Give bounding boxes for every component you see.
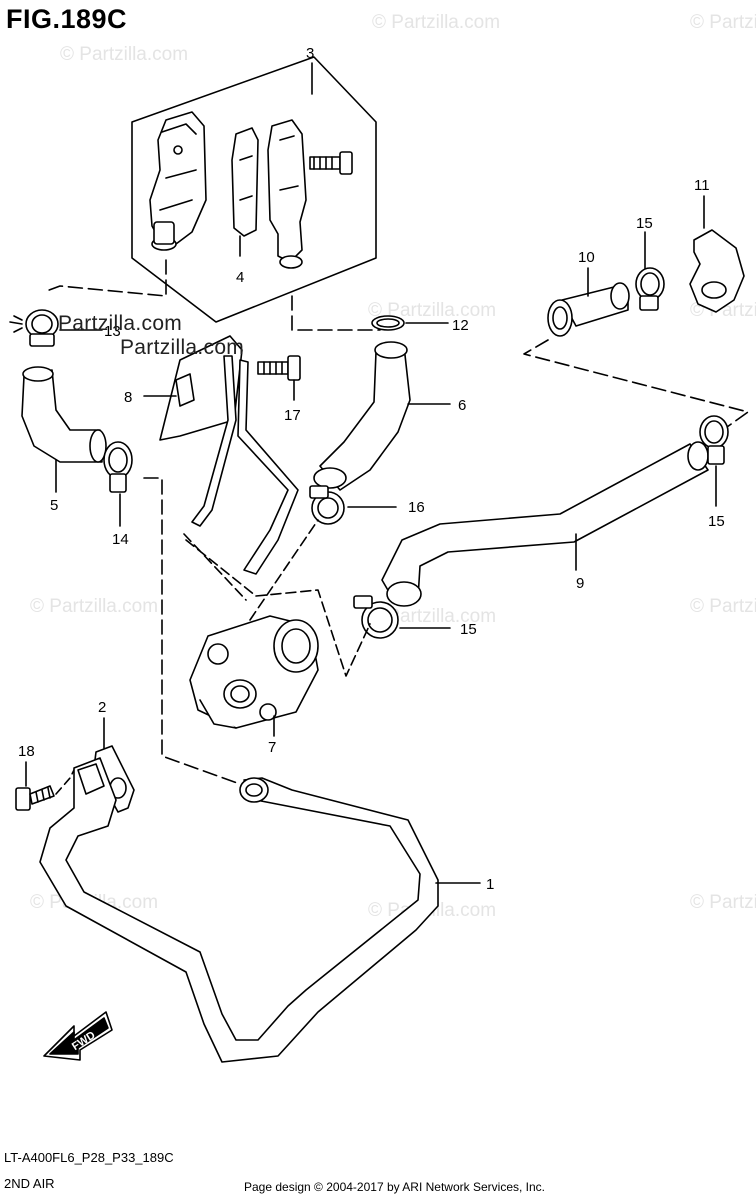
callout-15-upper: 15	[636, 215, 653, 232]
callout-3: 3	[306, 45, 314, 62]
watermark: © Partzilla.com	[372, 12, 501, 33]
watermark: © Partzilla.com	[690, 892, 756, 913]
callout-9: 9	[576, 575, 584, 592]
bracket-part-11	[689, 229, 745, 313]
watermark-overlay: Partzilla.com	[120, 336, 245, 359]
dash-link	[55, 769, 75, 795]
watermark: © Partzilla.com	[60, 44, 189, 65]
watermark: © Partzilla.com	[30, 596, 159, 617]
callout-4: 4	[236, 269, 244, 286]
watermark: © Partzilla.com	[368, 606, 497, 627]
page-credit: Page design © 2004-2017 by ARI Network S…	[244, 1180, 546, 1194]
forward-direction-arrow	[43, 1011, 113, 1061]
watermark-overlay: Partzilla.com	[58, 312, 183, 335]
hose-part-9	[381, 441, 709, 607]
air-valve-part-7	[189, 615, 319, 729]
watermark: © Partzilla.com	[690, 12, 756, 33]
reed-bolt	[309, 151, 353, 175]
clamp-part-15-right	[699, 415, 729, 465]
clamp-part-15-upper	[635, 267, 665, 311]
bolt-part-17	[257, 355, 301, 381]
bracket-part-8	[159, 335, 299, 575]
callout-18: 18	[18, 743, 35, 760]
clamp-part-13	[9, 309, 59, 347]
callout-2: 2	[98, 699, 106, 716]
dash-link	[291, 295, 381, 331]
callout-17: 17	[284, 407, 301, 424]
dash-link	[143, 477, 241, 785]
reed-cover-part	[267, 119, 307, 269]
callout-1: 1	[486, 876, 494, 893]
pipe-part-10	[547, 282, 630, 337]
clamp-part-16	[309, 485, 345, 525]
dash-link	[43, 259, 167, 297]
pipe-part-1	[39, 757, 439, 1063]
callout-6: 6	[458, 397, 466, 414]
assembly-outline-part-3	[131, 56, 377, 323]
callout-15-lower: 15	[460, 621, 477, 638]
callout-16: 16	[408, 499, 425, 516]
subtitle: 2ND AIR	[4, 1176, 55, 1191]
dash-link	[183, 519, 371, 677]
callout-8: 8	[124, 389, 132, 406]
watermark: © Partzilla.com	[690, 596, 756, 617]
callout-5: 5	[50, 497, 58, 514]
callout-14: 14	[112, 531, 129, 548]
dash-link	[523, 339, 749, 433]
clamp-part-15-lower	[353, 595, 399, 639]
reed-plate-part-4	[231, 127, 259, 257]
hose-part-5	[21, 366, 107, 463]
model-code: LT-A400FL6_P28_P33_189C	[4, 1150, 174, 1165]
callout-15-right: 15	[708, 513, 725, 530]
o-ring-part-12	[371, 315, 405, 331]
bolt-part-18	[15, 785, 55, 811]
hose-part-6	[313, 341, 411, 491]
callout-13: 13	[104, 323, 121, 340]
clamp-part-14	[103, 441, 133, 493]
callout-12: 12	[452, 317, 469, 334]
callout-11: 11	[694, 177, 710, 194]
callout-7: 7	[268, 739, 276, 756]
watermark: © Partzilla.com	[368, 300, 497, 321]
reed-valve-housing-part	[149, 111, 207, 251]
figure-title: FIG.189C	[6, 4, 128, 34]
callout-10: 10	[578, 249, 595, 266]
